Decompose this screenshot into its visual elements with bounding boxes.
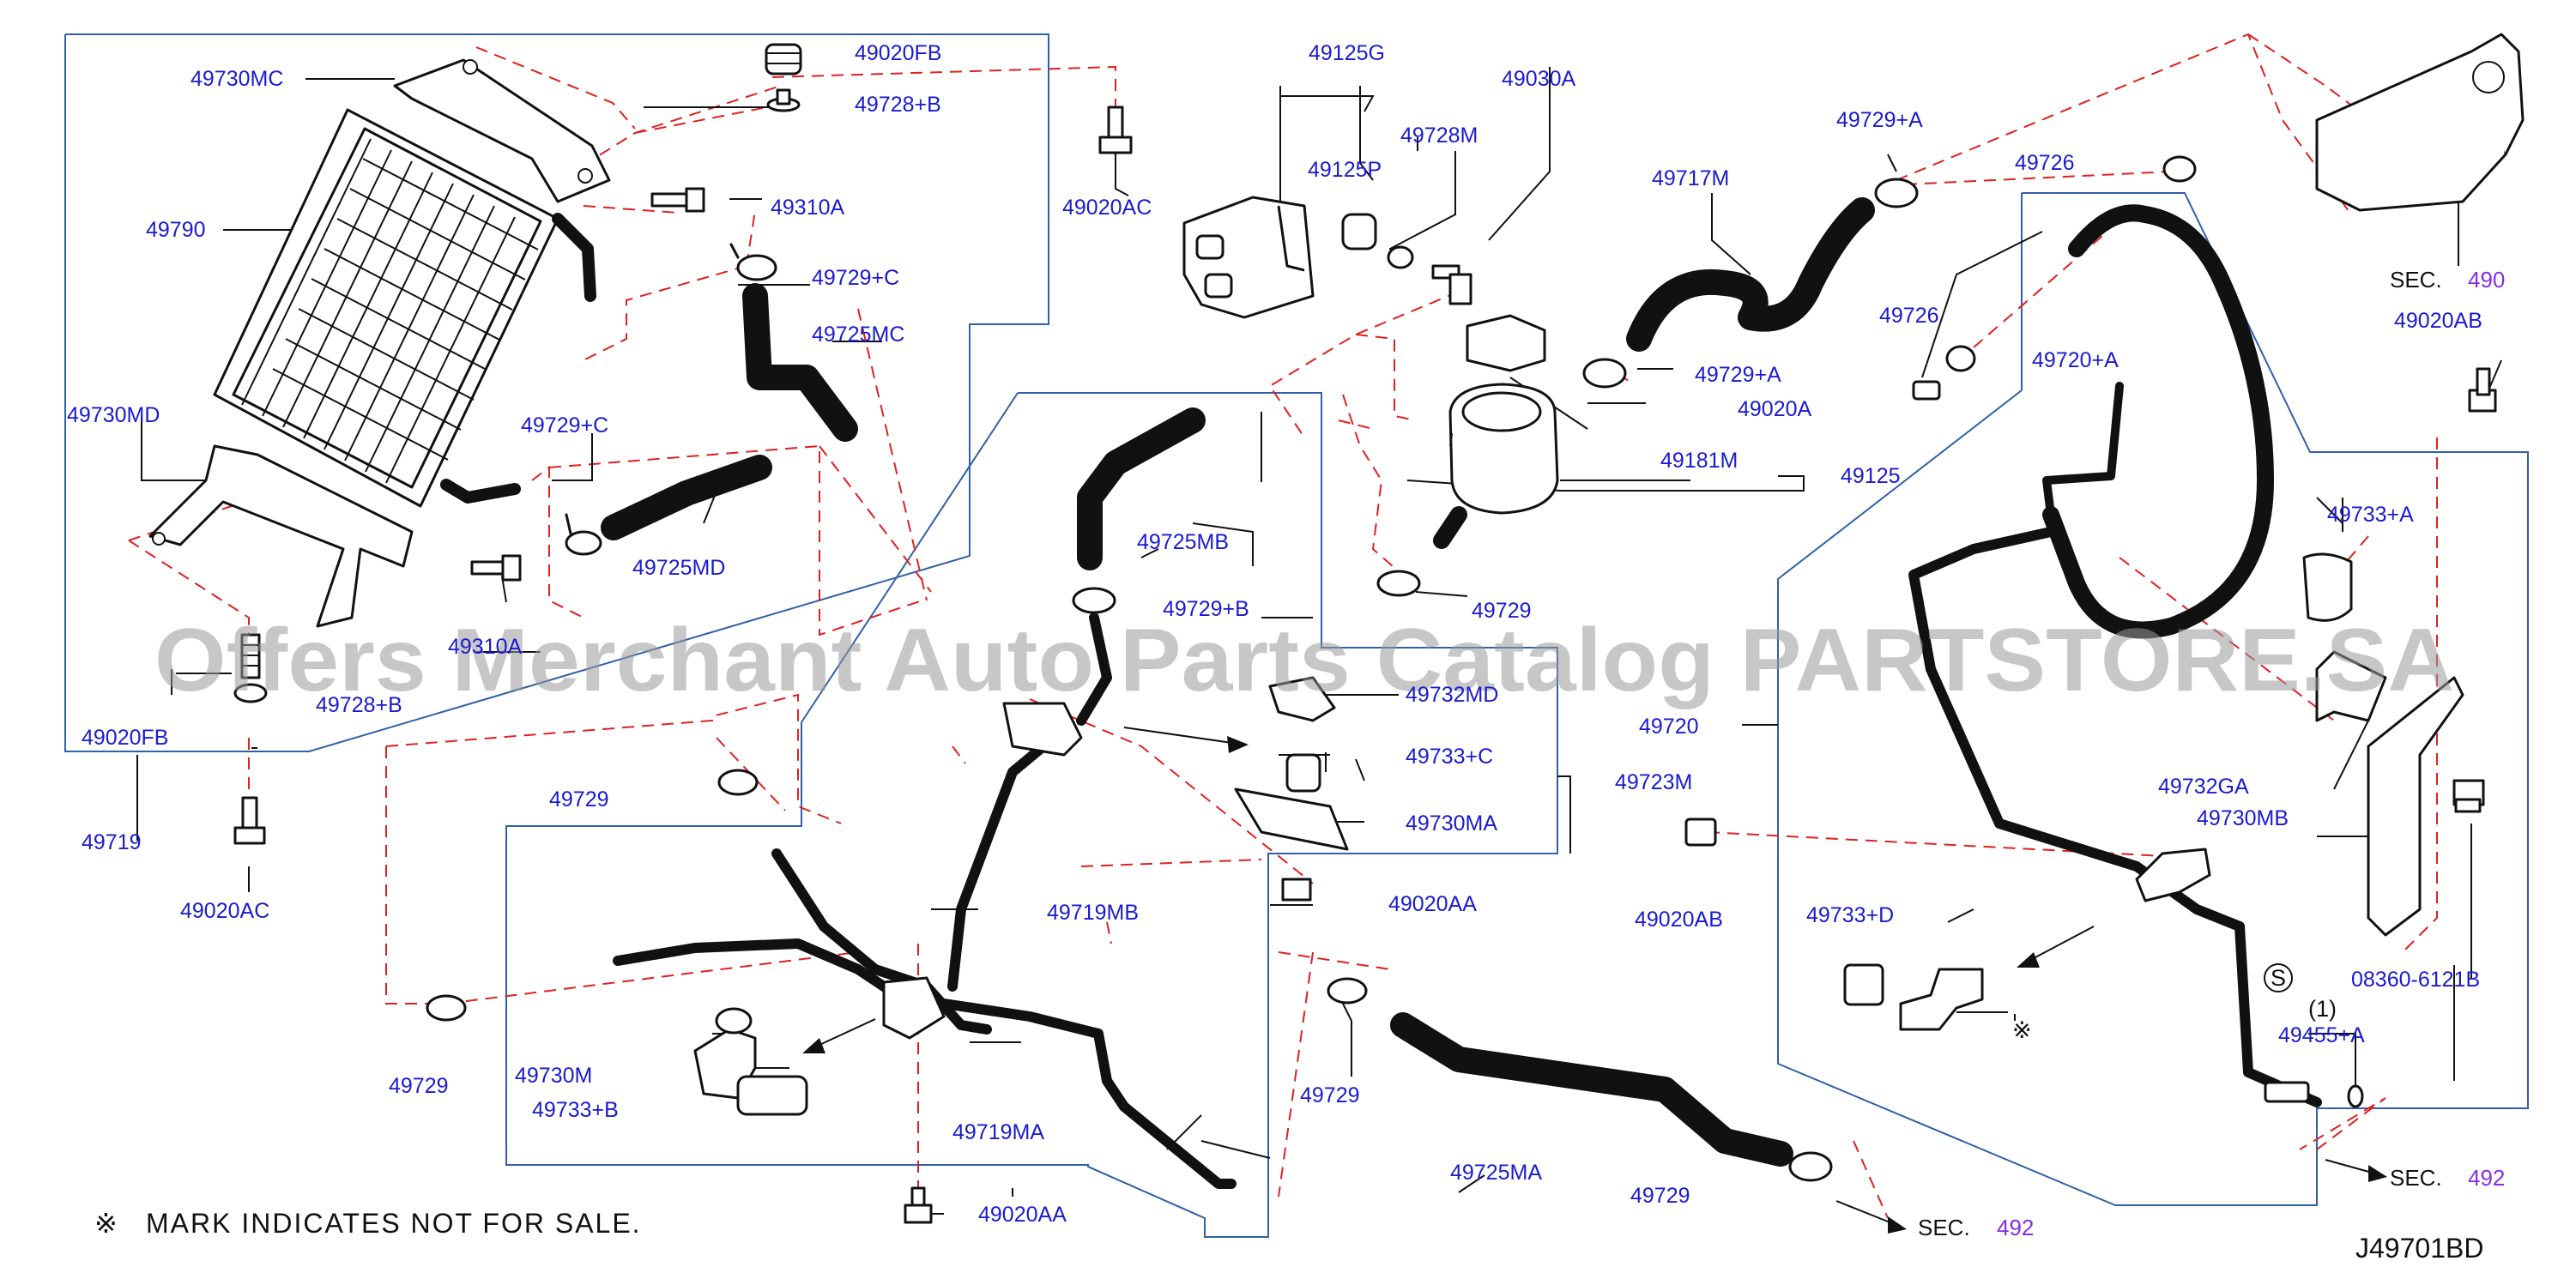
bracket-49730MC <box>393 58 611 203</box>
part-label[interactable]: 49733+B <box>532 1098 619 1122</box>
reservoir-assembly-49125 <box>1182 196 1627 597</box>
part-label[interactable]: 49730MC <box>190 67 283 91</box>
part-label[interactable]: 49730MA <box>1406 811 1497 836</box>
part-label[interactable]: 49733+A <box>2327 503 2414 527</box>
part-label[interactable]: 49725MD <box>632 556 725 580</box>
part-label[interactable]: 08360-6121B <box>2351 968 2480 992</box>
part-label[interactable]: 49719 <box>82 830 142 854</box>
pump-section-490 <box>2315 33 2525 212</box>
part-label[interactable]: 49020AB <box>1635 908 1723 932</box>
section-ref-prefix: SEC. <box>1918 1215 1970 1240</box>
part-label[interactable]: 49181M <box>1660 449 1738 473</box>
part-label[interactable]: 49732MD <box>1406 683 1498 707</box>
part-label[interactable]: 49733+C <box>1406 745 1493 769</box>
part-label[interactable]: 49728M <box>1400 124 1478 148</box>
part-label[interactable]: 49020FB <box>855 41 941 65</box>
part-label[interactable]: 49125 <box>1841 464 1901 488</box>
not-for-sale-mark: ※ <box>2012 1017 2032 1043</box>
part-label[interactable]: 49020AA <box>1388 892 1477 916</box>
part-label[interactable]: 49729 <box>1300 1083 1360 1107</box>
hose-49725MA <box>1327 977 1833 1182</box>
part-label[interactable]: 49729+A <box>1836 108 1923 132</box>
part-label[interactable]: 49020FB <box>82 726 168 750</box>
part-label[interactable]: 49729+A <box>1695 363 1781 387</box>
pressure-hose-49720 <box>1908 204 2364 1108</box>
part-label[interactable]: 49719MB <box>1047 901 1139 925</box>
part-label[interactable]: 49020AC <box>180 899 269 923</box>
part-label[interactable]: 49729 <box>549 787 609 811</box>
part-label[interactable]: 49310A <box>448 635 523 659</box>
part-label[interactable]: 49020AC <box>1062 196 1152 220</box>
part-label[interactable]: 49790 <box>146 218 206 242</box>
part-label-quantity: (1) <box>2308 996 2337 1022</box>
part-label[interactable]: 49717M <box>1652 166 1729 190</box>
section-references: SEC. 490 SEC. 492 SEC. 492 <box>1918 267 2505 1240</box>
section-ref-number[interactable]: 492 <box>2468 1165 2505 1191</box>
part-labels: 49730MC 49790 49730MD 49020FB 49728+B 49… <box>67 41 2482 1227</box>
part-label[interactable]: 49030A <box>1502 67 1576 91</box>
part-label[interactable]: 49723M <box>1615 770 1692 794</box>
oil-cooler-49790 <box>213 108 596 508</box>
part-label[interactable]: 49720+A <box>2032 348 2119 372</box>
part-label[interactable]: 49729 <box>1630 1184 1690 1208</box>
hose-49717M <box>1626 155 2197 401</box>
watermark: Offers Merchant Auto Parts Catalog PARTS… <box>154 611 2454 710</box>
standard-part-symbol: S <box>2271 965 2286 991</box>
part-label[interactable]: 49729+B <box>1163 597 1249 621</box>
bracket-49730MD <box>148 444 414 628</box>
part-label[interactable]: 49732GA <box>2158 775 2249 799</box>
group-outlines <box>64 33 2529 1238</box>
tube-assembly-49723M <box>426 612 1349 1224</box>
part-label[interactable]: 49726 <box>1879 304 1939 328</box>
part-label[interactable]: 49725MB <box>1137 530 1229 554</box>
direction-arrows <box>802 727 2387 1234</box>
part-label[interactable]: 49730M <box>515 1064 592 1088</box>
part-label[interactable]: 49730MD <box>67 403 160 427</box>
part-label[interactable]: 49725MA <box>1450 1161 1542 1185</box>
standard-part-circle-icon <box>2264 963 2293 992</box>
section-ref-number[interactable]: 492 <box>1997 1215 2034 1240</box>
part-label[interactable]: 49729+C <box>521 413 608 437</box>
part-label[interactable]: 49725MC <box>812 323 904 347</box>
section-ref-number[interactable]: 490 <box>2468 267 2505 293</box>
part-label[interactable]: 49125G <box>1309 41 1385 65</box>
part-label[interactable]: 49310A <box>771 196 845 220</box>
part-label[interactable]: 49720 <box>1639 715 1699 739</box>
part-label[interactable]: 49020A <box>1738 397 1812 421</box>
section-ref-prefix: SEC. <box>2390 267 2442 293</box>
part-label[interactable]: 49728+B <box>316 693 402 717</box>
part-label[interactable]: 49719MA <box>952 1120 1044 1144</box>
part-label[interactable]: 49455+A <box>2278 1023 2365 1047</box>
part-label[interactable]: 49728+B <box>855 93 941 117</box>
part-label[interactable]: 49729 <box>389 1074 449 1098</box>
footnote-text: MARK INDICATES NOT FOR SALE. <box>146 1208 642 1239</box>
small-fasteners <box>233 43 1133 845</box>
brackets-right <box>1684 367 2497 1031</box>
part-label[interactable]: 49730MB <box>2197 806 2289 830</box>
part-label[interactable]: 49733+D <box>1806 903 1894 927</box>
hoses-left <box>601 283 1206 614</box>
section-ref-prefix: SEC. <box>2390 1165 2442 1191</box>
part-label[interactable]: 49729+C <box>812 266 899 290</box>
part-label[interactable]: 49125P <box>1308 158 1382 182</box>
part-label[interactable]: 49726 <box>2015 151 2075 175</box>
diagram-code: J49701BD <box>2355 1233 2483 1264</box>
footnote-symbol: ※ <box>94 1208 119 1239</box>
part-label[interactable]: 49729 <box>1472 599 1532 623</box>
part-label[interactable]: 49020AA <box>978 1203 1067 1227</box>
part-label[interactable]: 49020AB <box>2394 309 2482 333</box>
